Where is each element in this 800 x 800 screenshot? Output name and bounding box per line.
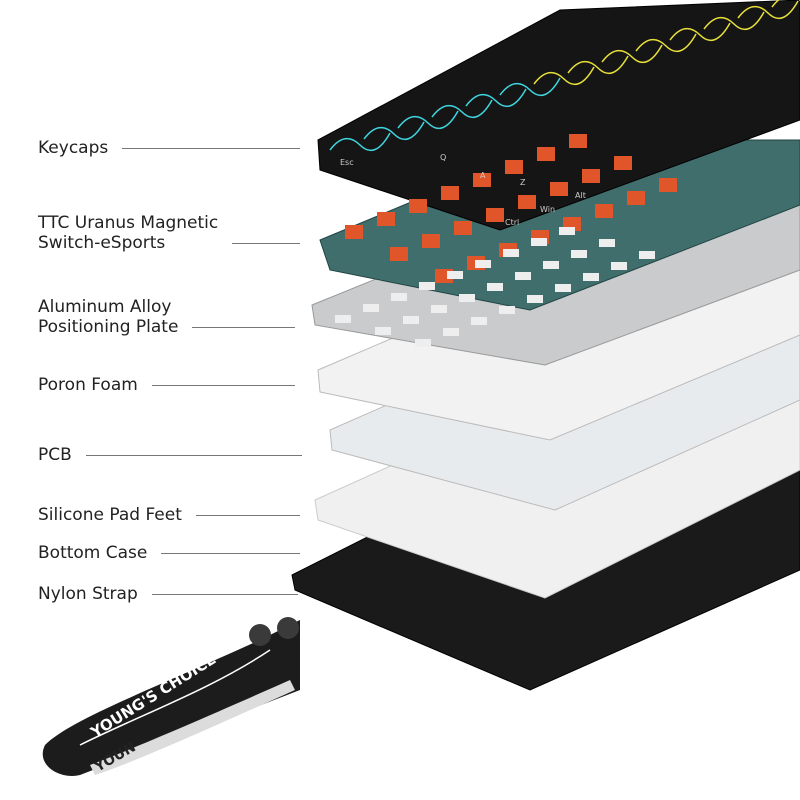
label-pad-feet: Silicone Pad Feet bbox=[38, 505, 182, 525]
keycap-legend: Ctrl bbox=[505, 218, 519, 227]
label-text: Positioning Plate bbox=[38, 317, 179, 337]
label-text: Silicone Pad Feet bbox=[38, 505, 182, 525]
keycap-glow bbox=[499, 77, 561, 97]
plate-hole bbox=[611, 262, 627, 270]
label-text: Switch-eSports bbox=[38, 233, 166, 253]
plate-hole bbox=[335, 315, 351, 323]
plate-hole bbox=[599, 239, 615, 247]
switch bbox=[505, 160, 523, 174]
plate-hole bbox=[555, 284, 571, 292]
leader-line bbox=[151, 594, 298, 595]
leader-line bbox=[195, 515, 300, 516]
keycap-glow bbox=[703, 11, 765, 31]
keycap-legend: A bbox=[480, 171, 486, 180]
keycap-glow bbox=[601, 44, 663, 64]
switch bbox=[569, 134, 587, 148]
switch bbox=[614, 156, 632, 170]
plate-hole bbox=[431, 305, 447, 313]
label-strap: Nylon Strap bbox=[38, 584, 138, 604]
plate-hole bbox=[639, 251, 655, 259]
plate-hole bbox=[459, 294, 475, 302]
plate-hole bbox=[559, 227, 575, 235]
label-text: TTC Uranus Magnetic bbox=[38, 213, 219, 233]
keycap-glow bbox=[329, 132, 391, 152]
plate-hole bbox=[571, 250, 587, 258]
switch bbox=[390, 247, 408, 261]
switch bbox=[345, 225, 363, 239]
label-bottom-case: Bottom Case bbox=[38, 543, 147, 563]
label-text: PCB bbox=[38, 445, 72, 465]
keycap-legend: Z bbox=[520, 178, 526, 187]
keycap-legend: Q bbox=[440, 153, 446, 162]
switch bbox=[409, 199, 427, 213]
keycap-glow bbox=[737, 0, 799, 20]
keycap-legend: Esc bbox=[340, 158, 354, 167]
keycap-glow bbox=[431, 99, 493, 119]
plate-hole bbox=[443, 328, 459, 336]
label-text: Aluminum Alloy bbox=[38, 297, 172, 317]
switch bbox=[627, 191, 645, 205]
keycap-glow bbox=[465, 88, 527, 108]
leader-line bbox=[192, 327, 295, 328]
keycap-glow bbox=[397, 110, 459, 130]
label-text: Poron Foam bbox=[38, 375, 138, 395]
switch bbox=[473, 173, 491, 187]
switch bbox=[454, 221, 472, 235]
switch bbox=[659, 178, 677, 192]
switch bbox=[595, 204, 613, 218]
plate-hole bbox=[499, 306, 515, 314]
plate-hole bbox=[415, 339, 431, 347]
plate-hole bbox=[391, 293, 407, 301]
keycap-glow bbox=[567, 55, 629, 75]
keycap-glow bbox=[363, 121, 425, 141]
plate-hole bbox=[503, 249, 519, 257]
switch bbox=[441, 186, 459, 200]
plate-hole bbox=[543, 261, 559, 269]
switch bbox=[537, 147, 555, 161]
switch bbox=[518, 195, 536, 209]
label-text: Bottom Case bbox=[38, 543, 148, 563]
label-pcb: PCB bbox=[38, 445, 72, 465]
plate-hole bbox=[515, 272, 531, 280]
plate-hole bbox=[475, 260, 491, 268]
plate-hole bbox=[471, 317, 487, 325]
plate-hole bbox=[583, 273, 599, 281]
keycaps-layer bbox=[317, 0, 800, 231]
switch bbox=[582, 169, 600, 183]
leader-line bbox=[122, 148, 300, 149]
plate-hole bbox=[531, 238, 547, 246]
switch bbox=[377, 212, 395, 226]
plate-hole bbox=[403, 316, 419, 324]
keycap-legend: Win bbox=[540, 205, 555, 214]
switch bbox=[486, 208, 504, 222]
plate-hole bbox=[527, 295, 543, 303]
plate-hole bbox=[375, 327, 391, 335]
label-text: Keycaps bbox=[38, 138, 109, 158]
plate-hole bbox=[419, 282, 435, 290]
switch bbox=[422, 234, 440, 248]
keycap-glow bbox=[635, 33, 697, 53]
label-foam: Poron Foam bbox=[38, 375, 138, 395]
label-text: Nylon Strap bbox=[38, 584, 138, 604]
keycap-legend: Alt bbox=[575, 191, 586, 200]
switch bbox=[550, 182, 568, 196]
plate-hole bbox=[363, 304, 379, 312]
nylon-strap: YOUNG'S CHOICE YOUN bbox=[42, 617, 300, 776]
plate-hole bbox=[487, 283, 503, 291]
leader-line bbox=[85, 455, 302, 456]
keycap-glow bbox=[669, 22, 731, 42]
plate-hole bbox=[447, 271, 463, 279]
keycap-glow bbox=[533, 66, 595, 86]
leader-line bbox=[232, 243, 300, 244]
leader-line bbox=[151, 385, 295, 386]
label-keycaps: Keycaps bbox=[38, 138, 108, 158]
leader-line bbox=[161, 553, 300, 554]
